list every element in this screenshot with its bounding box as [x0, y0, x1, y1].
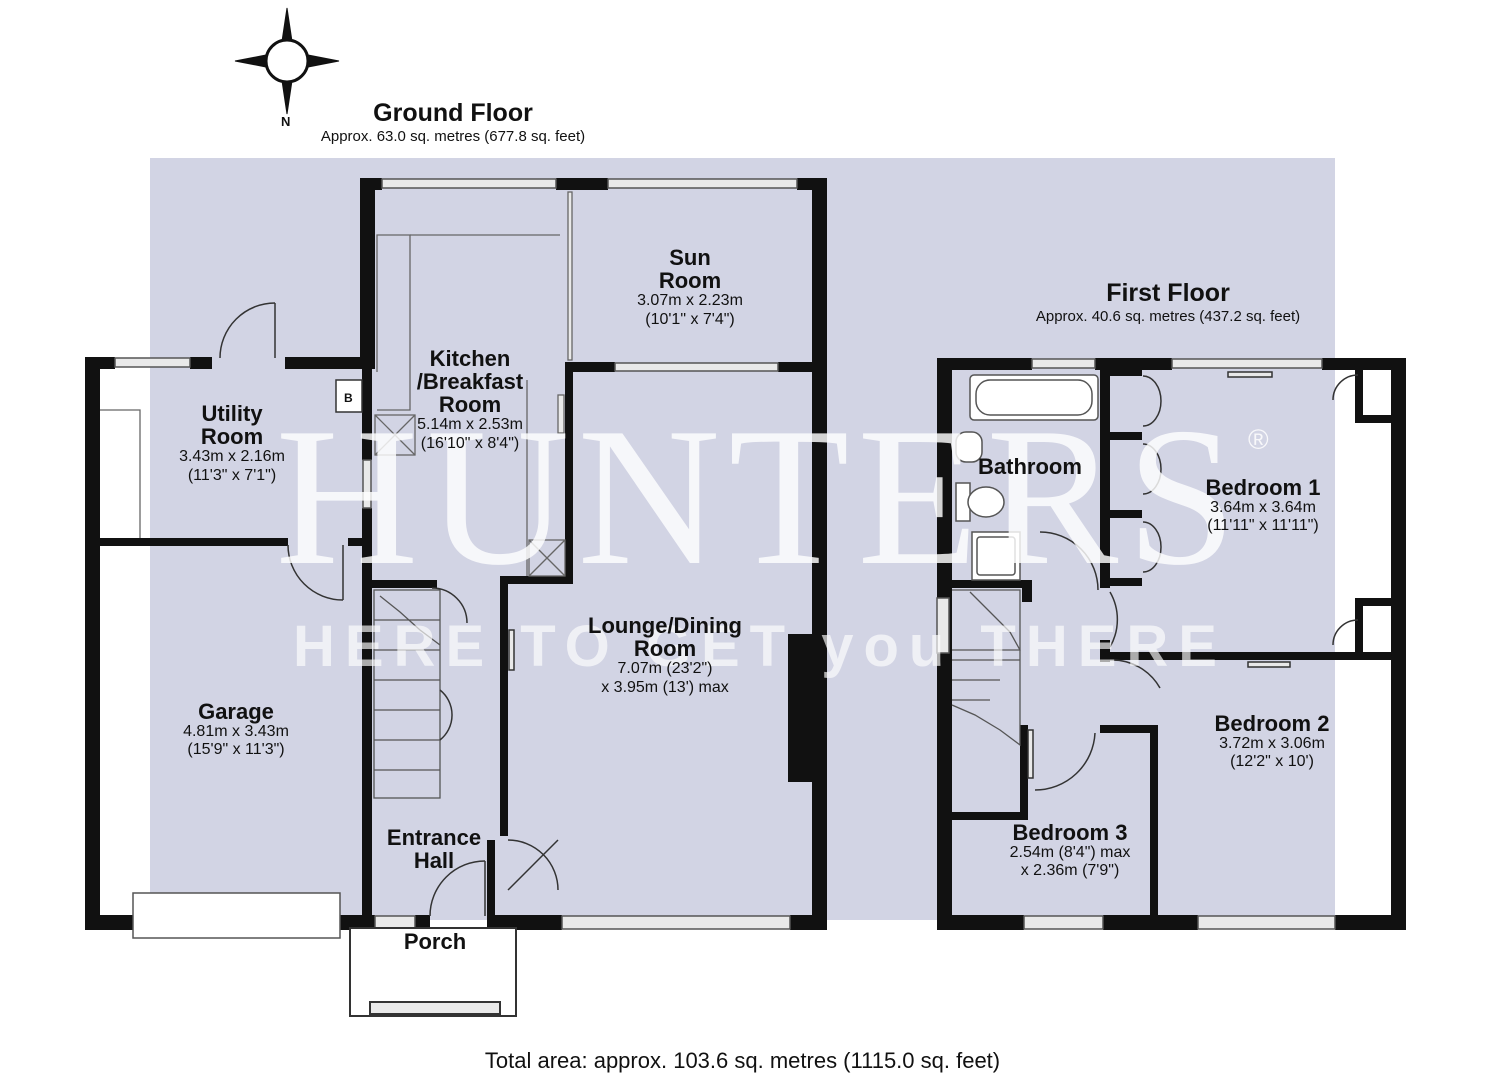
first-floor-stairs — [951, 589, 1021, 747]
floor-tint — [150, 158, 1335, 920]
room-name: Bathroom — [978, 454, 1082, 479]
room-bedroom2: Bedroom 2 3.72m x 3.06m (12'2" x 10') — [1180, 712, 1364, 772]
boiler — [335, 379, 363, 413]
utility-fixtures — [100, 409, 141, 538]
room-bathroom: Bathroom — [960, 455, 1100, 478]
first-floor-windows — [936, 358, 1336, 930]
watermark-trademark: ® — [1248, 424, 1269, 455]
kitchen-fixtures — [374, 191, 573, 577]
room-dims: 2.54m (8'4") max x 2.36m (7'9") — [1009, 844, 1131, 880]
ground-floor-area: Approx. 63.0 sq. metres (677.8 sq. feet) — [320, 128, 586, 146]
boiler-label: B — [344, 391, 353, 405]
room-dims: 3.64m x 3.64m (11'11" x 11'11") — [1207, 499, 1319, 535]
room-lounge: Lounge/Dining Room 7.07m (23'2") x 3.95m… — [555, 614, 775, 697]
room-name: Utility Room — [200, 401, 264, 450]
ground-floor-title: Ground Floor — [373, 99, 533, 127]
room-name: Bedroom 2 — [1214, 711, 1330, 736]
room-name: Bedroom 3 — [1012, 820, 1128, 845]
room-dims: 4.81m x 3.43m (15'9" x 11'3") — [183, 723, 289, 759]
room-kitchen: Kitchen /Breakfast Room 5.14m x 2.53m (1… — [380, 347, 560, 453]
room-utility: Utility Room 3.43m x 2.16m (11'3" x 7'1"… — [142, 402, 322, 485]
room-garage: Garage 4.81m x 3.43m (15'9" x 11'3") — [136, 700, 336, 760]
total-area: Total area: approx. 103.6 sq. metres (11… — [484, 1048, 1001, 1073]
room-dims: 7.07m (23'2") x 3.95m (13') max — [601, 660, 729, 696]
room-bedroom3: Bedroom 3 2.54m (8'4") max x 2.36m (7'9"… — [985, 821, 1155, 881]
room-name: Entrance Hall — [386, 825, 482, 874]
ground-floor-windows — [114, 178, 798, 939]
room-name: Garage — [198, 699, 274, 724]
first-floor-area: Approx. 40.6 sq. metres (437.2 sq. feet) — [1035, 308, 1301, 326]
first-floor-title: First Floor — [1106, 279, 1230, 307]
ground-floor-heading: Ground Floor Approx. 63.0 sq. metres (67… — [305, 100, 601, 145]
porch-walls — [349, 927, 517, 1017]
ground-stairs — [373, 589, 441, 799]
compass-rose — [234, 7, 340, 115]
ground-doors — [219, 302, 559, 917]
room-porch: Porch — [385, 930, 485, 953]
compass-north-label: N — [281, 114, 291, 129]
room-sun-room: Sun Room 3.07m x 2.23m (10'1" x 7'4") — [590, 246, 790, 329]
room-entrance-hall: Entrance Hall — [370, 826, 498, 872]
room-bedroom1: Bedroom 1 3.64m x 3.64m (11'11" x 11'11"… — [1168, 476, 1358, 536]
room-name: Sun Room — [658, 245, 722, 294]
room-dims: 3.43m x 2.16m (11'3" x 7'1") — [179, 448, 285, 484]
room-dims: 3.07m x 2.23m (10'1" x 7'4") — [637, 292, 743, 328]
ground-floor-walls — [85, 178, 827, 930]
room-name: Porch — [403, 929, 467, 954]
first-floor-doors — [1027, 371, 1359, 791]
room-name: Bedroom 1 — [1205, 475, 1321, 500]
room-name: Lounge/Dining Room — [588, 613, 742, 662]
room-dims: 5.14m x 2.53m (16'10" x 8'4") — [417, 416, 523, 452]
bathroom-fixtures — [955, 374, 1099, 581]
room-name: Kitchen /Breakfast Room — [416, 346, 524, 418]
room-dims: 3.72m x 3.06m (12'2" x 10') — [1219, 735, 1325, 771]
fireplace — [788, 634, 814, 782]
first-floor-heading: First Floor Approx. 40.6 sq. metres (437… — [1020, 280, 1316, 325]
